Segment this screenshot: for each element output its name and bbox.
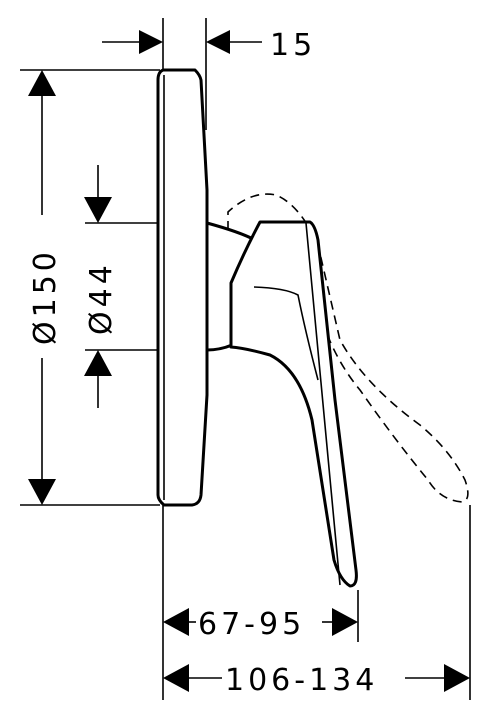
escutcheon-plate bbox=[156, 68, 209, 507]
total-depth-dimension: 106-134 bbox=[163, 663, 470, 698]
wall-offset-dimension: 15 bbox=[102, 18, 316, 130]
arrow-right-icon bbox=[139, 30, 163, 54]
handle-depth-dimension: 67-95 bbox=[163, 607, 358, 642]
lever-handle bbox=[229, 220, 358, 588]
handle-contour bbox=[253, 286, 319, 381]
arrow-left-icon bbox=[163, 608, 189, 636]
arrow-right-icon bbox=[332, 608, 358, 636]
arrow-left-icon bbox=[206, 30, 230, 54]
handle-depth-label: 67-95 bbox=[198, 607, 305, 642]
arrow-down-icon bbox=[28, 479, 56, 505]
outer-diameter-label: Ø150 bbox=[28, 248, 63, 345]
arrow-right-icon bbox=[444, 664, 470, 692]
handle-edge bbox=[305, 222, 341, 586]
arrow-up-icon bbox=[84, 350, 112, 376]
outer-diameter-dimension: Ø150 bbox=[20, 69, 160, 506]
inner-diameter-label: Ø44 bbox=[84, 261, 119, 335]
inner-diameter-dimension: Ø44 bbox=[84, 165, 160, 408]
arrow-up-icon bbox=[28, 70, 56, 96]
arrow-left-icon bbox=[163, 664, 189, 692]
handle-alternate-position bbox=[227, 193, 469, 503]
wall-offset-label: 15 bbox=[270, 28, 316, 63]
arrow-down-icon bbox=[84, 197, 112, 223]
total-depth-label: 106-134 bbox=[225, 663, 378, 698]
